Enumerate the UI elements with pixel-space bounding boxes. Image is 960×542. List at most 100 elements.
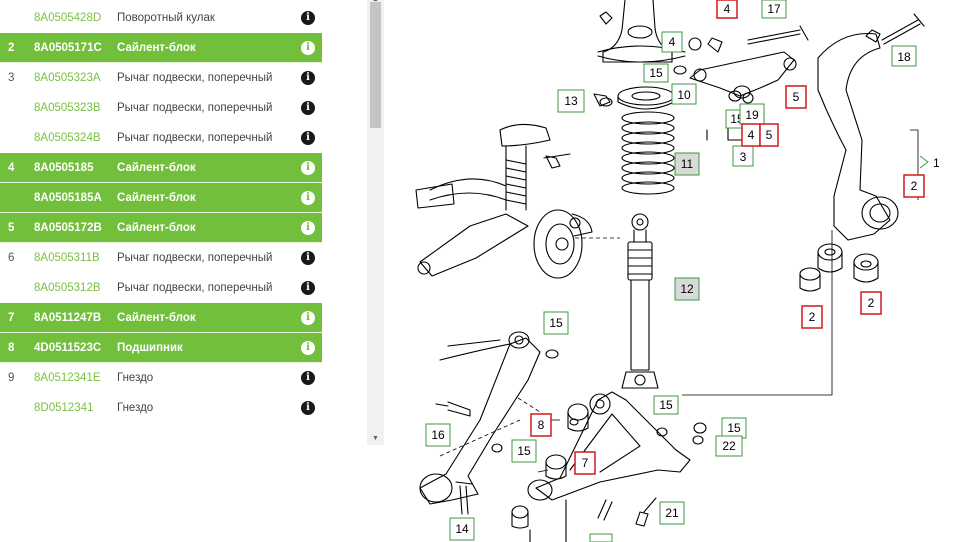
callout-2-red[interactable]: 2 — [860, 291, 882, 315]
part-number-link[interactable]: 8A0505185 — [34, 162, 94, 174]
callout-4-red[interactable]: 4 — [741, 123, 761, 147]
part-number-link[interactable]: 8A0512341E — [34, 372, 101, 384]
callout-4-red[interactable]: 4 — [716, 0, 738, 19]
parts-list-panel: 8A0505428D Поворотный кулак i 2 8A0505171C С… — [0, 0, 384, 542]
part-row[interactable]: 8A0505428D Поворотный кулак i — [0, 3, 322, 33]
svg-text:19: 19 — [745, 108, 759, 122]
info-icon[interactable]: i — [301, 371, 315, 385]
overview-assembly-drawing — [415, 123, 593, 279]
info-icon[interactable]: i — [301, 101, 315, 115]
part-row[interactable]: 7 8A0511247B Сайлент-блок i — [0, 303, 322, 333]
part-number-link[interactable]: 8A0505185A — [34, 192, 102, 204]
callout-14[interactable]: 14 — [449, 517, 475, 541]
info-icon[interactable]: i — [301, 341, 315, 355]
info-icon[interactable]: i — [301, 311, 315, 325]
info-icon[interactable]: i — [301, 11, 315, 25]
scroll-up-arrow-icon[interactable]: ▲ — [371, 0, 380, 4]
callout-8-red[interactable]: 8 — [530, 413, 552, 437]
callout-15[interactable]: 15 — [653, 395, 679, 415]
callout-11[interactable]: 11 — [674, 152, 700, 176]
callout-13[interactable]: 13 — [557, 89, 585, 113]
part-number-link[interactable]: 8A0505171C — [34, 42, 102, 54]
info-icon[interactable]: i — [301, 251, 315, 265]
info-icon[interactable]: i — [301, 221, 315, 235]
callout-2-red[interactable]: 2 — [801, 305, 823, 329]
svg-text:15: 15 — [549, 316, 563, 330]
info-icon[interactable]: i — [301, 191, 315, 205]
part-name: Гнездо — [117, 372, 154, 384]
callout-15[interactable]: 15 — [643, 63, 669, 83]
part-row[interactable]: 8A0505324B Рычаг подвески, поперечный i — [0, 123, 322, 153]
info-icon[interactable]: i — [301, 41, 315, 55]
lower-wishbone-right — [511, 391, 707, 542]
part-number-link[interactable]: 8A0505324B — [34, 132, 101, 144]
scroll-down-arrow-icon[interactable]: ▼ — [372, 435, 379, 442]
callout-15[interactable]: 15 — [721, 417, 747, 439]
callout-12[interactable]: 12 — [674, 277, 700, 301]
part-row[interactable]: 8A0505323B Рычаг подвески, поперечный i — [0, 93, 322, 123]
part-number-link[interactable]: 8A0505172B — [34, 222, 102, 234]
svg-text:4: 4 — [748, 128, 755, 142]
callout-16[interactable]: 16 — [425, 423, 451, 447]
svg-text:2: 2 — [911, 179, 918, 193]
info-icon[interactable]: i — [301, 281, 315, 295]
callout-2-red[interactable]: 2 — [903, 174, 925, 198]
part-position: 5 — [8, 222, 15, 234]
part-number-link[interactable]: 4D0511523C — [34, 342, 102, 354]
part-number-link[interactable]: 8A0505311B — [34, 252, 100, 264]
callout-10[interactable]: 10 — [671, 83, 697, 105]
part-name: Рычаг подвески, поперечный — [117, 132, 273, 144]
info-icon[interactable]: i — [301, 401, 315, 415]
callout-15[interactable]: 15 — [543, 311, 569, 335]
svg-text:17: 17 — [767, 2, 781, 16]
svg-text:15: 15 — [649, 66, 663, 80]
part-position: 9 — [8, 372, 15, 384]
svg-text:10: 10 — [677, 88, 691, 102]
part-number-link[interactable]: 8A0505323B — [34, 102, 101, 114]
callout-21[interactable]: 21 — [659, 501, 685, 525]
callout-22[interactable]: 22 — [715, 435, 743, 457]
part-number-link[interactable]: 8D0512341 — [34, 402, 94, 414]
callout-7-red[interactable]: 7 — [574, 451, 596, 475]
part-position: 8 — [8, 342, 15, 354]
svg-text:4: 4 — [669, 35, 676, 49]
part-name: Рычаг подвески, поперечный — [117, 102, 273, 114]
list-scrollbar[interactable]: ▲ ▼ — [367, 0, 384, 445]
part-name: Сайлент-блок — [117, 312, 196, 324]
part-position: 7 — [8, 312, 15, 324]
callout-18[interactable]: 18 — [891, 45, 917, 67]
steering-knuckle — [817, 13, 925, 241]
scroll-thumb[interactable] — [370, 2, 381, 128]
part-number-link[interactable]: 8A0505323A — [34, 72, 101, 84]
part-number-link[interactable]: 8A0505428D — [34, 12, 102, 24]
info-icon[interactable]: i — [301, 161, 315, 175]
callout-4[interactable]: 4 — [661, 31, 683, 53]
part-name: Гнездо — [117, 402, 154, 414]
part-row[interactable]: 9 8A0512341E Гнездо i — [0, 363, 322, 393]
part-name: Поворотный кулак — [117, 12, 215, 24]
part-row[interactable]: 8D0512341 Гнездо i — [0, 393, 322, 423]
callout-5-red[interactable]: 5 — [759, 123, 779, 147]
svg-text:14: 14 — [455, 522, 469, 536]
callout-17[interactable]: 17 — [761, 0, 787, 19]
part-number-link[interactable]: 8A0511247B — [34, 312, 102, 324]
svg-text:15: 15 — [517, 444, 531, 458]
part-number-link[interactable]: 8A0505312B — [34, 282, 101, 294]
callout-5-red[interactable]: 5 — [785, 85, 807, 109]
callout-19[interactable]: 19 — [739, 103, 765, 125]
part-position: 2 — [8, 42, 15, 54]
svg-text:4: 4 — [724, 2, 731, 16]
svg-text:11: 11 — [681, 157, 694, 171]
callout-3[interactable]: 3 — [732, 145, 754, 167]
info-icon[interactable]: i — [301, 71, 315, 85]
info-icon[interactable]: i — [301, 131, 315, 145]
callout-15[interactable]: 15 — [511, 439, 537, 463]
